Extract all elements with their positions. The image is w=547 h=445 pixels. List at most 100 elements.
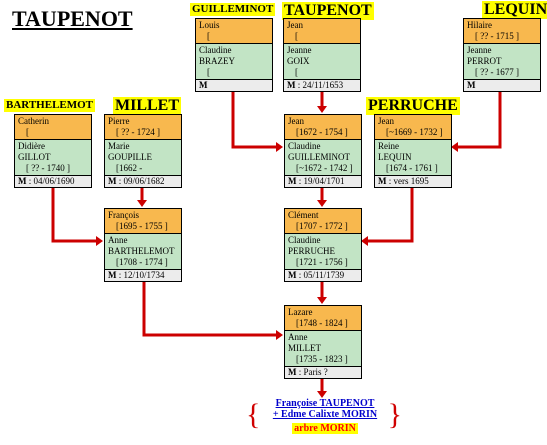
descendant-footer: { } Françoise TAUPENOT + Edme Calixte MO… — [240, 398, 410, 434]
husband-first-name: Catherin — [18, 116, 49, 126]
husband-section: Jean [ — [284, 19, 360, 44]
wife-surname: PERROT — [467, 56, 502, 66]
husband-dates: [ ?? - 1724 ] — [116, 127, 160, 137]
couple-card-brazey[interactable]: Louis [ Claudine BRAZEY [ M — [195, 18, 273, 92]
marriage-date: : Paris ? — [298, 367, 328, 377]
couple-card-lequin[interactable]: Jean [~1669 - 1732 ] Reine LEQUIN [1674 … — [374, 114, 452, 188]
marriage-row: M : 12/10/1734 — [105, 269, 181, 281]
wife-first-name: Jeanne — [287, 45, 312, 55]
husband-dates: [ ?? - 1715 ] — [475, 31, 519, 41]
marriage-label: M — [288, 367, 297, 377]
wife-first-name: Didière — [18, 141, 45, 151]
tree-link[interactable]: arbre MORIN — [292, 423, 358, 434]
husband-first-name: Clément — [288, 210, 319, 220]
wife-first-name: Jeanne — [467, 45, 492, 55]
marriage-date: : 09/06/1682 — [118, 176, 165, 186]
wife-first-name: Claudine — [288, 141, 321, 151]
husband-section: Pierre [ ?? - 1724 ] — [105, 115, 181, 140]
wife-surname: BRAZEY — [199, 56, 235, 66]
arrow-goupille-to-barthelemot — [137, 186, 147, 207]
marriage-row: M : 05/11/1739 — [285, 269, 361, 281]
spouse-link[interactable]: + Edme Calixte MORIN — [272, 409, 378, 420]
marriage-row: M : 09/06/1682 — [105, 175, 181, 187]
marriage-label: M — [288, 270, 297, 280]
marriage-label: M — [108, 176, 117, 186]
wife-surname: LEQUIN — [378, 152, 412, 162]
wife-dates: [1662 - — [116, 163, 143, 173]
page-title: TAUPENOT — [12, 6, 133, 31]
wife-dates: [1735 - 1823 ] — [296, 354, 348, 364]
wife-section: Marie GOUPILLE [1662 - — [105, 140, 181, 175]
wife-section: Anne BARTHELEMOT [1708 - 1774 ] — [105, 234, 181, 269]
marriage-row: M — [464, 79, 540, 91]
wife-dates: [ ?? - 1677 ] — [475, 67, 519, 77]
couple-card-gillot[interactable]: Catherin [ Didière GILLOT [ ?? - 1740 ] … — [14, 114, 92, 188]
couple-card-guilleminot[interactable]: Jean [1672 - 1754 ] Claudine GUILLEMINOT… — [284, 114, 362, 188]
marriage-label: M — [108, 270, 117, 280]
husband-first-name: Jean — [288, 116, 304, 126]
wife-section: Claudine BRAZEY [ — [196, 44, 272, 79]
family-label-guilleminot: GUILLEMINOT — [190, 3, 276, 16]
wife-first-name: Claudine — [199, 45, 232, 55]
wife-surname: GUILLEMINOT — [288, 152, 350, 162]
arrow-brazey-to-guilleminot — [231, 90, 283, 152]
marriage-date: : vers 1695 — [388, 176, 429, 186]
husband-section: Lazare [1748 - 1824 ] — [285, 306, 361, 331]
arrow-barthelemot-to-millet — [142, 280, 283, 340]
wife-section: Claudine PERRUCHE [1721 - 1756 ] — [285, 234, 361, 269]
husband-section: Clément [1707 - 1772 ] — [285, 209, 361, 234]
wife-dates: [ — [207, 67, 210, 77]
couple-card-barthelemot[interactable]: François [1695 - 1755 ] Anne BARTHELEMOT… — [104, 208, 182, 282]
wife-first-name: Anne — [288, 332, 308, 342]
husband-first-name: Jean — [378, 116, 394, 126]
marriage-label: M — [199, 80, 208, 90]
wife-surname: GOUPILLE — [108, 152, 152, 162]
wife-dates: [1721 - 1756 ] — [296, 257, 348, 267]
husband-section: Hilaire [ ?? - 1715 ] — [464, 19, 540, 44]
husband-dates: [1707 - 1772 ] — [296, 221, 348, 231]
marriage-label: M — [287, 80, 296, 90]
wife-section: Reine LEQUIN [1674 - 1761 ] — [375, 140, 451, 175]
couple-card-perruche[interactable]: Clément [1707 - 1772 ] Claudine PERRUCHE… — [284, 208, 362, 282]
wife-surname: BARTHELEMOT — [108, 246, 175, 256]
wife-section: Claudine GUILLEMINOT [~1672 - 1742 ] — [285, 140, 361, 175]
family-label-barthelemot: BARTHELEMOT — [4, 99, 96, 112]
marriage-label: M — [378, 176, 387, 186]
marriage-row: M : Paris ? — [285, 366, 361, 378]
arrow-millet-to-descendant — [317, 376, 327, 398]
wife-surname: MILLET — [288, 343, 321, 353]
marriage-date: : 04/06/1690 — [28, 176, 75, 186]
arrow-perrot-to-lequin — [451, 90, 502, 152]
descendant-link[interactable]: Françoise TAUPENOT — [275, 398, 375, 409]
wife-section: Jeanne GOIX [ — [284, 44, 360, 79]
husband-section: François [1695 - 1755 ] — [105, 209, 181, 234]
husband-section: Louis [ — [196, 19, 272, 44]
wife-section: Jeanne PERROT [ ?? - 1677 ] — [464, 44, 540, 79]
couple-card-millet[interactable]: Lazare [1748 - 1824 ] Anne MILLET [1735 … — [284, 305, 362, 379]
wife-section: Anne MILLET [1735 - 1823 ] — [285, 331, 361, 366]
husband-first-name: Lazare — [288, 307, 313, 317]
couple-card-goix[interactable]: Jean [ Jeanne GOIX [ M : 24/11/1653 — [283, 18, 361, 92]
arrow-guilleminot-to-perruche — [317, 186, 327, 207]
couple-card-perrot[interactable]: Hilaire [ ?? - 1715 ] Jeanne PERROT [ ??… — [463, 18, 541, 92]
marriage-row: M — [196, 79, 272, 91]
husband-first-name: Hilaire — [467, 20, 492, 30]
husband-dates: [ — [207, 31, 210, 41]
marriage-label: M — [288, 176, 297, 186]
wife-surname: PERRUCHE — [288, 246, 336, 256]
husband-section: Catherin [ — [15, 115, 91, 140]
wife-surname: GOIX — [287, 56, 310, 66]
wife-first-name: Marie — [108, 141, 130, 151]
wife-section: Didière GILLOT [ ?? - 1740 ] — [15, 140, 91, 175]
wife-dates: [~1672 - 1742 ] — [296, 163, 353, 173]
marriage-date: : 12/10/1734 — [118, 270, 165, 280]
husband-dates: [ — [26, 127, 29, 137]
couple-card-goupille[interactable]: Pierre [ ?? - 1724 ] Marie GOUPILLE [166… — [104, 114, 182, 188]
wife-dates: [1708 - 1774 ] — [116, 257, 168, 267]
husband-first-name: François — [108, 210, 139, 220]
husband-dates: [ — [295, 31, 298, 41]
wife-first-name: Anne — [108, 235, 128, 245]
marriage-date: : 24/11/1653 — [297, 80, 344, 90]
marriage-row: M : 19/04/1701 — [285, 175, 361, 187]
marriage-date: : 05/11/1739 — [298, 270, 345, 280]
